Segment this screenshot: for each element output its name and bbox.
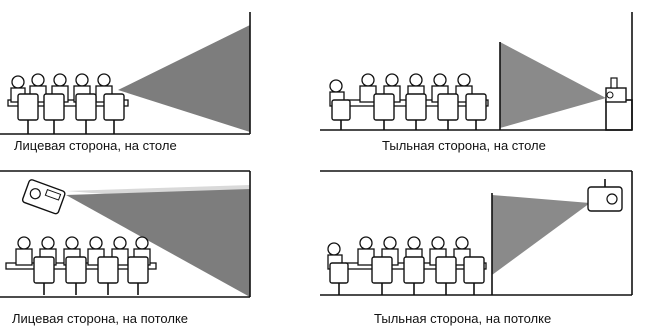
projection-beam: [118, 25, 250, 132]
caption-rear-ceiling: Тыльная сторона, на потолке: [374, 311, 552, 326]
table-block: [605, 99, 633, 131]
rear-table-illustration: [320, 12, 633, 131]
front-ceiling-illustration: [0, 170, 251, 298]
panel-front-ceiling: Лицевая сторона, на потолке: [0, 165, 320, 329]
panel-rear-ceiling: Тыльная сторона, на потолке: [320, 165, 666, 329]
caption-front-ceiling: Лицевая сторона, на потолке: [12, 311, 189, 326]
caption-front-table: Лицевая сторона, на столе: [14, 138, 177, 153]
audience-group: [329, 73, 489, 130]
rear-ceiling-illustration: [320, 170, 633, 296]
audience-group: [327, 236, 487, 295]
audience-group: [5, 236, 157, 295]
screen: [500, 42, 606, 128]
panel-front-table: Лицевая сторона, на столе: [0, 0, 320, 165]
audience-group: [7, 73, 129, 134]
caption-rear-table: Тыльная сторона, на столе: [382, 138, 546, 153]
front-table-illustration: [0, 12, 251, 135]
projector: [21, 179, 66, 215]
screen: [492, 195, 590, 275]
panel-rear-table: Тыльная сторона, на столе: [320, 0, 666, 165]
projector: [587, 179, 623, 212]
projector: [605, 77, 627, 103]
projection-beam: [66, 189, 250, 297]
